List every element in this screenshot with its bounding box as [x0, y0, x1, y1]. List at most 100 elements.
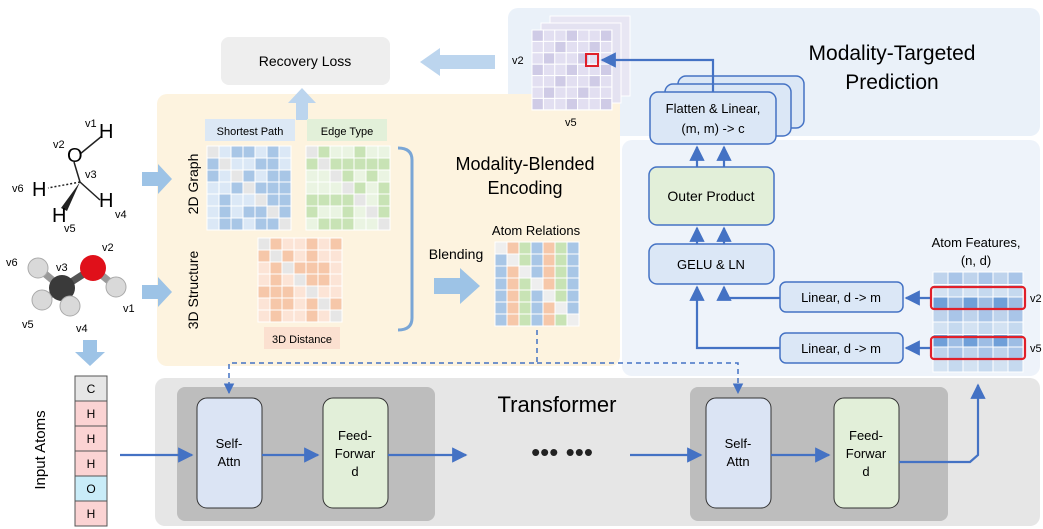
output-matrix-cell — [588, 75, 601, 88]
atom-relations-cell — [530, 277, 544, 291]
shortest-path-cell — [206, 217, 220, 231]
atom-relations-cell — [518, 313, 532, 327]
output-matrix-cell — [577, 40, 590, 54]
atom-relations-cell — [494, 277, 508, 291]
mol2d-O: O — [67, 145, 83, 167]
input-atom-label: C — [87, 382, 96, 396]
edge-type-cell — [341, 193, 355, 207]
shortest-path-cell — [254, 169, 268, 183]
atom-relations-cell — [542, 313, 556, 327]
recovery-loss-label: Recovery Loss — [259, 53, 352, 69]
atom-feature-cell — [962, 346, 979, 360]
relation-bias-dashed-2 — [537, 362, 744, 395]
ff-1-line2: Forwar — [335, 446, 376, 461]
output-matrix-cell — [542, 29, 556, 42]
encoding-title-2: Encoding — [487, 178, 562, 198]
flatten-box — [649, 91, 777, 145]
distance-cell — [317, 285, 331, 299]
shortest-path-cell — [278, 205, 292, 219]
atom-feature-cell — [932, 321, 949, 335]
flatten-to-matrix-arrow — [600, 52, 715, 92]
edge-type-cell — [365, 181, 379, 195]
input-atom-label: O — [86, 482, 95, 496]
output-matrix-cell — [542, 63, 556, 77]
atom-feature-cell — [932, 271, 949, 285]
shortest-path-cell — [266, 181, 280, 195]
distance-cell — [317, 261, 331, 275]
distance-label: 3D Distance — [272, 334, 332, 346]
distance-cell — [329, 297, 343, 311]
atom-relations-cell — [506, 265, 520, 279]
atom-relations-cell — [506, 241, 520, 255]
output-matrix-cell — [542, 97, 556, 111]
shortest-path-cell — [278, 145, 292, 159]
shortest-path-cell — [206, 205, 220, 219]
ff-1-line3: d — [351, 464, 358, 479]
prediction-title-1: Modality-Targeted — [809, 42, 976, 65]
shortest-path-cell — [242, 181, 256, 195]
atom-relations-cell — [494, 301, 508, 315]
shortest-path-cell — [230, 169, 244, 183]
edge-type-cell — [353, 181, 367, 195]
edge-type-cell — [317, 181, 331, 195]
edge-type-cell — [317, 217, 331, 231]
atom-features-matrix — [932, 271, 1024, 373]
encoding-up-arrow — [288, 88, 316, 120]
distance-cell — [293, 273, 307, 287]
shortest-path-cell — [230, 181, 244, 195]
ff-1-line1: Feed- — [338, 428, 372, 443]
atom-feature-cell — [992, 271, 1009, 285]
atom-relations-cell — [542, 241, 556, 255]
atom-relations-cell — [530, 241, 544, 255]
distance-cell — [305, 297, 319, 311]
edge-type-cell — [365, 145, 379, 159]
distance-cell — [269, 237, 283, 251]
distance-cell — [257, 237, 271, 251]
output-matrix-cell — [577, 75, 590, 88]
distance-cell — [281, 297, 295, 311]
atom-feature-cell — [947, 346, 964, 360]
edge-type-cell — [377, 145, 391, 159]
distance-cell — [257, 297, 271, 311]
edge-type-cell — [329, 145, 343, 159]
distance-cell — [317, 309, 331, 323]
feed-forward-box-2 — [833, 397, 900, 509]
structure-input-arrow — [142, 277, 172, 307]
feature-v2-label: v2 — [1030, 293, 1042, 305]
edge-type-tag — [307, 119, 387, 141]
edge-type-cell — [377, 181, 391, 195]
output-matrix-cell — [542, 40, 556, 54]
shortest-path-cell — [242, 169, 256, 183]
output-matrix-cell — [554, 75, 567, 88]
atom-features-label-1: Atom Features, — [932, 235, 1021, 250]
blending-label: Blending — [429, 246, 484, 262]
edge-type-cell — [305, 157, 319, 171]
atom-relations-cell — [542, 253, 556, 267]
atom-relations-cell — [494, 253, 508, 267]
distance-cell — [317, 297, 331, 311]
shortest-path-cell — [254, 205, 268, 219]
edge-type-cell — [341, 157, 355, 171]
atom-feature-cell — [992, 359, 1009, 373]
atom-relations-cell — [554, 265, 568, 279]
output-matrix-cell — [565, 40, 579, 54]
atom-relations-cell — [518, 265, 532, 279]
distance-cell — [293, 237, 307, 251]
atom-feature-cell — [962, 296, 979, 310]
shortest-path-cell — [242, 193, 256, 207]
atom-relations-cell — [554, 289, 568, 303]
output-matrix-cell — [531, 97, 544, 111]
edge-type-cell — [317, 205, 331, 219]
output-matrix-cell — [565, 86, 579, 99]
output-matrix-cell — [565, 29, 579, 42]
atom-relations-cell — [518, 277, 532, 291]
atom-relations-cell — [530, 289, 544, 303]
ff-2-line2: Forwar — [846, 446, 887, 461]
blending-arrow — [434, 268, 480, 304]
edge-type-cell — [317, 169, 331, 183]
output-matrix-cell — [565, 97, 579, 111]
input-atom-label: H — [87, 407, 96, 421]
distance-cell — [293, 297, 307, 311]
linear-label-bottom: Linear, d -> m — [801, 341, 881, 356]
